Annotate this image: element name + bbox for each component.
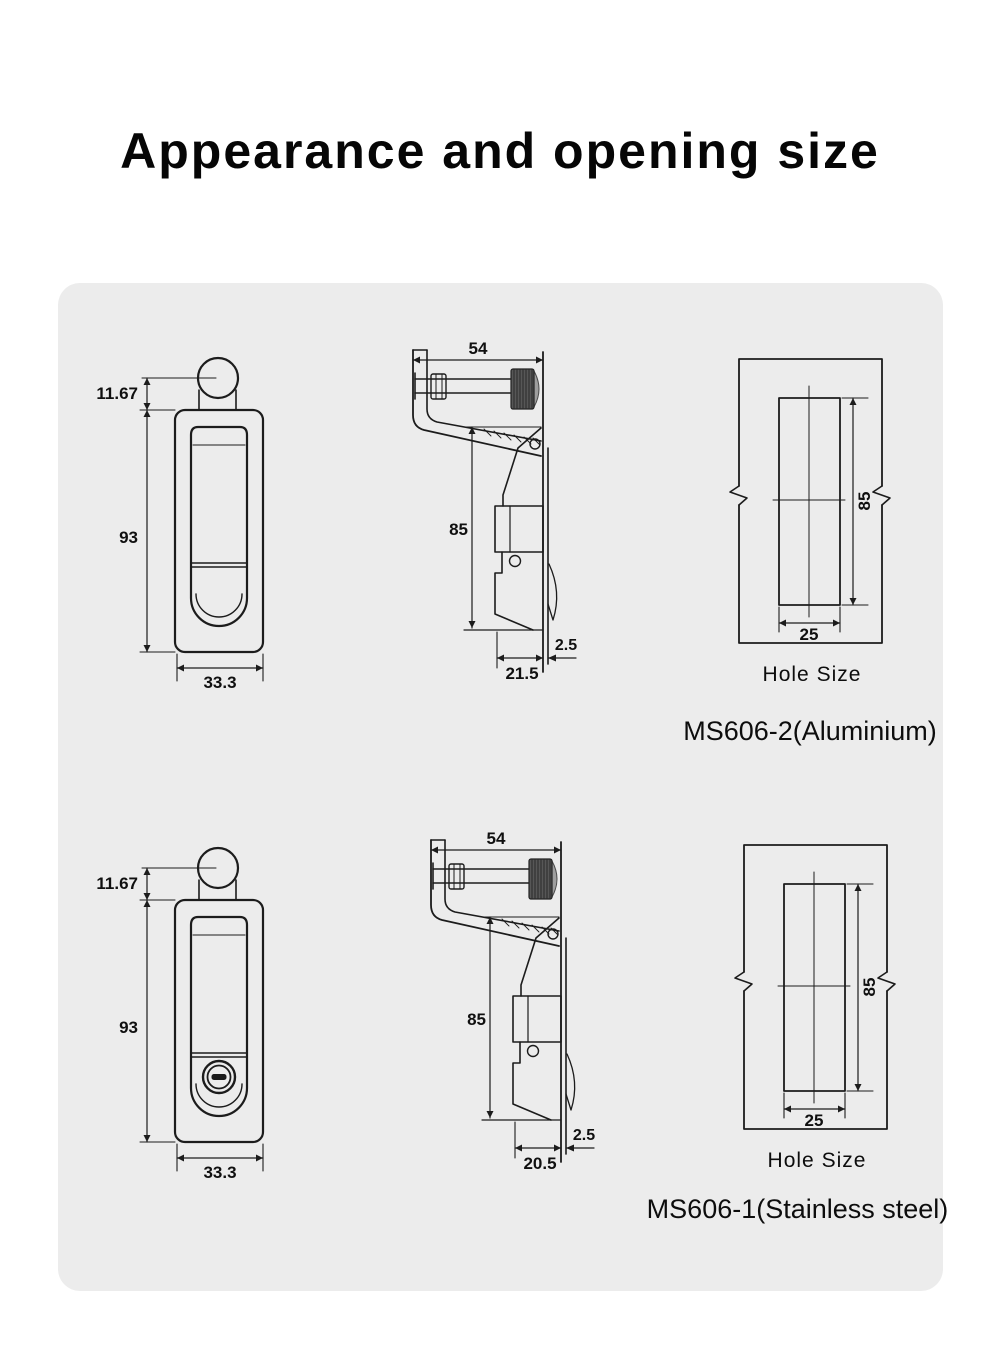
dim-label-hole-width: 25: [800, 625, 819, 644]
hole-size-caption: Hole Size: [768, 1149, 867, 1172]
side-view-outline: [430, 839, 595, 1163]
keyhole-icon: [201, 1059, 237, 1095]
dim-label-total-width: 54: [487, 829, 506, 848]
product-name-ms606-2: MS606-2(Aluminium): [683, 716, 937, 746]
dim-label-mount-height: 85: [449, 520, 468, 539]
product-name-ms606-1: MS606-1(Stainless steel): [646, 1194, 949, 1224]
dim-label-total-width: 54: [469, 339, 488, 358]
side-view-drawing-ms606-1: 54 85 2.5 20.5: [430, 829, 595, 1173]
dim-label-hole-width: 25: [805, 1111, 824, 1130]
dim-label-panel-gap: 2.5: [555, 637, 577, 654]
hole-size-drawing-ms606-2: 85 25 Hole Size: [729, 358, 891, 686]
page-title: Appearance and opening size: [120, 122, 880, 179]
dim-label-knob-height: 11.67: [96, 874, 138, 893]
dim-label-knob-height: 11.67: [96, 384, 138, 403]
dim-label-body-height: 93: [119, 1018, 138, 1037]
dim-label-body-width: 33.3: [203, 673, 236, 692]
dim-label-behind-depth: 21.5: [505, 664, 538, 683]
front-view-outline: [138, 846, 265, 1173]
dim-label-body-width: 33.3: [203, 1163, 236, 1182]
side-view-drawing-ms606-2: 54 85 2.5 21.5: [412, 339, 577, 683]
dim-label-hole-height: 85: [860, 978, 879, 997]
spec-panel: 11.67 93 33.3 54 85 2.5 21.5 85 25 Hole …: [58, 283, 948, 1291]
hole-size-caption: Hole Size: [763, 663, 862, 686]
dim-label-behind-depth: 20.5: [523, 1154, 556, 1173]
front-view-drawing-ms606-2: 11.67 93 33.3: [96, 356, 265, 692]
side-view-outline: [412, 349, 577, 673]
hole-size-drawing-ms606-1: 85 25 Hole Size: [734, 844, 896, 1172]
front-view-drawing-ms606-1: 11.67 93 33.3: [96, 846, 265, 1182]
dim-label-mount-height: 85: [467, 1010, 486, 1029]
dim-label-hole-height: 85: [855, 492, 874, 511]
dim-label-body-height: 93: [119, 528, 138, 547]
front-view-outline: [138, 356, 265, 683]
dim-label-panel-gap: 2.5: [573, 1127, 595, 1144]
